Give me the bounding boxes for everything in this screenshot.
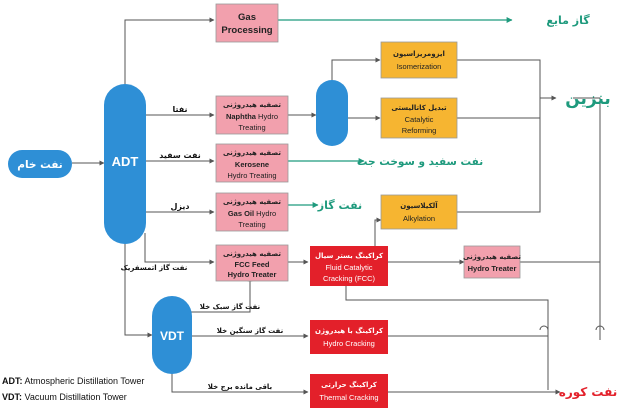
- fcc-fa: کراکینگ بستر سیال: [315, 251, 384, 260]
- naphtha-ht-en-regular: Hydro: [256, 112, 278, 121]
- isomerization-en: Isomerization: [397, 62, 442, 71]
- reforming-box: تبدیل کاتالیستی Catalytic Reforming: [380, 97, 458, 139]
- alkylation-box: آلکیلاسیون Alkylation: [380, 194, 458, 230]
- naphtha-stream-label: نفتا: [172, 105, 187, 114]
- fcc-to-alkylation-line: [374, 217, 382, 246]
- product-labels: گاز مایع بنزین نفت سفید و سوخت جت نفت گا…: [317, 14, 617, 400]
- naphtha-splitter: [316, 80, 348, 146]
- kerosene-ht-en-1: Kerosene: [235, 160, 269, 169]
- crude-oil-label: نفت خام: [17, 159, 63, 171]
- alkylation-fa: آلکیلاسیون: [400, 201, 438, 210]
- hydro-treater-box: تصفیه هیدروژنی Hydro Treater: [463, 245, 521, 279]
- thermal-cracking-box: کراکینگ حرارتی Thermal Cracking: [310, 374, 388, 408]
- diesel-stream-label: دیزل: [170, 202, 189, 211]
- naphtha-ht-en-2: Treating: [238, 123, 265, 132]
- hydro-treater-fa: تصفیه هیدروژنی: [463, 253, 521, 261]
- isomerization-fa: ایزومریزاسیون: [393, 50, 445, 58]
- atm-gasoil-line: [144, 233, 215, 265]
- vdt-label: VDT: [160, 329, 185, 343]
- fuel-oil-product-label: نفت کوره: [559, 385, 617, 400]
- isomerization-box: ایزومریزاسیون Isomerization: [380, 41, 458, 79]
- thermal-en: Thermal Cracking: [319, 393, 378, 402]
- connector-lines: [72, 17, 605, 395]
- isomerization-out-line: [457, 59, 541, 100]
- reforming-en-2: Reforming: [402, 126, 437, 135]
- naphtha-ht-fa: تصفیه هیدروژنی: [223, 101, 281, 109]
- fcc-feed-ht-fa: تصفیه هیدروژنی: [223, 250, 281, 258]
- naphtha-ht-en-1: Naphtha Hydro: [226, 112, 278, 121]
- alkylation-en: Alkylation: [403, 214, 435, 223]
- splitter-to-isomerization-line: [331, 57, 381, 83]
- fcc-feed-ht-en-1: FCC Feed: [234, 260, 269, 269]
- kerosene-ht-fa: تصفیه هیدروژنی: [223, 149, 281, 157]
- gasoil-ht-en-1: Gas Oil Hydro: [228, 209, 276, 218]
- alkylation-out-line: [457, 118, 541, 213]
- fcc-to-fuel-oil-line: [345, 277, 549, 390]
- fcc-box: کراکینگ بستر سیال Fluid Catalytic Cracki…: [310, 246, 388, 286]
- gas-processing-box: Gas Processing: [215, 3, 279, 43]
- residue-line: [171, 370, 309, 395]
- legend-vdt-abbr: VDT:: [2, 392, 22, 402]
- reforming-en-1: Catalytic: [405, 115, 434, 124]
- gas-processing-label-1: Gas: [238, 12, 256, 23]
- stream-labels: نفتا نفت سفید دیزل نفت گاز اتمسفریک نفت …: [121, 105, 284, 391]
- hydro-treater-en: Hydro Treater: [468, 264, 517, 273]
- line-crossing-arc: [539, 325, 549, 331]
- hydrocracking-fa: کراکینگ با هیدروژن: [315, 326, 384, 335]
- gasoil-ht-en-2: Treating: [238, 220, 265, 229]
- fcc-feed-hydrotreating-box: تصفیه هیدروژنی FCC Feed Hydro Treater: [215, 244, 289, 282]
- light-gasoil-stream-label: نفت گاز سبک خلا: [200, 302, 261, 311]
- legend-adt-text: Atmospheric Distillation Tower: [23, 376, 145, 386]
- legend-adt: ADT: Atmospheric Distillation Tower: [2, 376, 144, 386]
- kerosene-hydrotreating-box: تصفیه هیدروژنی Kerosene Hydro Treating: [215, 143, 289, 183]
- naphtha-hydrotreating-box: تصفیه هیدروژنی Naphtha Hydro Treating: [215, 95, 289, 135]
- kerosene-jet-product-label: نفت سفید و سوخت جت: [357, 156, 483, 168]
- legend: ADT: Atmospheric Distillation Tower VDT:…: [2, 376, 144, 402]
- product-arrows: [278, 17, 513, 208]
- adt-tower: ADT: [104, 84, 146, 244]
- kerosene-ht-en-2: Hydro Treating: [227, 171, 276, 180]
- legend-vdt-text: Vacuum Distillation Tower: [22, 392, 127, 402]
- hydrocracking-en: Hydro Cracking: [323, 339, 375, 348]
- legend-vdt: VDT: Vacuum Distillation Tower: [2, 392, 127, 402]
- residue-stream-label: باقی مانده برج خلا: [208, 383, 273, 391]
- reforming-fa: تبدیل کاتالیستی: [391, 104, 447, 112]
- gasoil-ht-fa: تصفیه هیدروژنی: [223, 198, 281, 206]
- gasoil-ht-en-bold: Gas Oil: [228, 209, 254, 218]
- gasoline-product-label: بنزین: [565, 89, 611, 109]
- fcc-en-2: Cracking (FCC): [323, 274, 376, 283]
- adt-label: ADT: [112, 154, 139, 169]
- fcc-en-1: Fluid Catalytic: [325, 263, 372, 272]
- fcc-feed-ht-en-2: Hydro Treater: [228, 270, 277, 279]
- thermal-fa: کراکینگ حرارتی: [321, 380, 378, 389]
- heavy-gasoil-stream-label: نفت گاز سنگین خلا: [217, 326, 284, 335]
- hydrotreater-to-gasoline-line: [518, 97, 601, 263]
- lpg-product-label: گاز مایع: [546, 14, 590, 27]
- gas-processing-label-2: Processing: [221, 25, 272, 36]
- gasoil-ht-en-regular: Hydro: [254, 209, 276, 218]
- gasoil-product-label: نفت گاز: [317, 199, 362, 212]
- adt-to-vdt-line: [124, 240, 153, 338]
- hydrocracking-box: کراکینگ با هیدروژن Hydro Cracking: [310, 320, 388, 354]
- kerosene-stream-label: نفت سفید: [159, 151, 201, 160]
- legend-adt-abbr: ADT:: [2, 376, 23, 386]
- adt-to-gas-processing-line: [124, 17, 215, 92]
- naphtha-ht-en-bold: Naphtha: [226, 112, 257, 121]
- atm-gasoil-stream-label: نفت گاز اتمسفریک: [121, 263, 188, 272]
- gasoil-hydrotreating-box: تصفیه هیدروژنی Gas Oil Hydro Treating: [215, 192, 289, 232]
- gasoline-collector-arrow: [539, 95, 557, 118]
- crude-oil-node: نفت خام: [8, 150, 72, 178]
- vdt-tower: VDT: [152, 296, 192, 374]
